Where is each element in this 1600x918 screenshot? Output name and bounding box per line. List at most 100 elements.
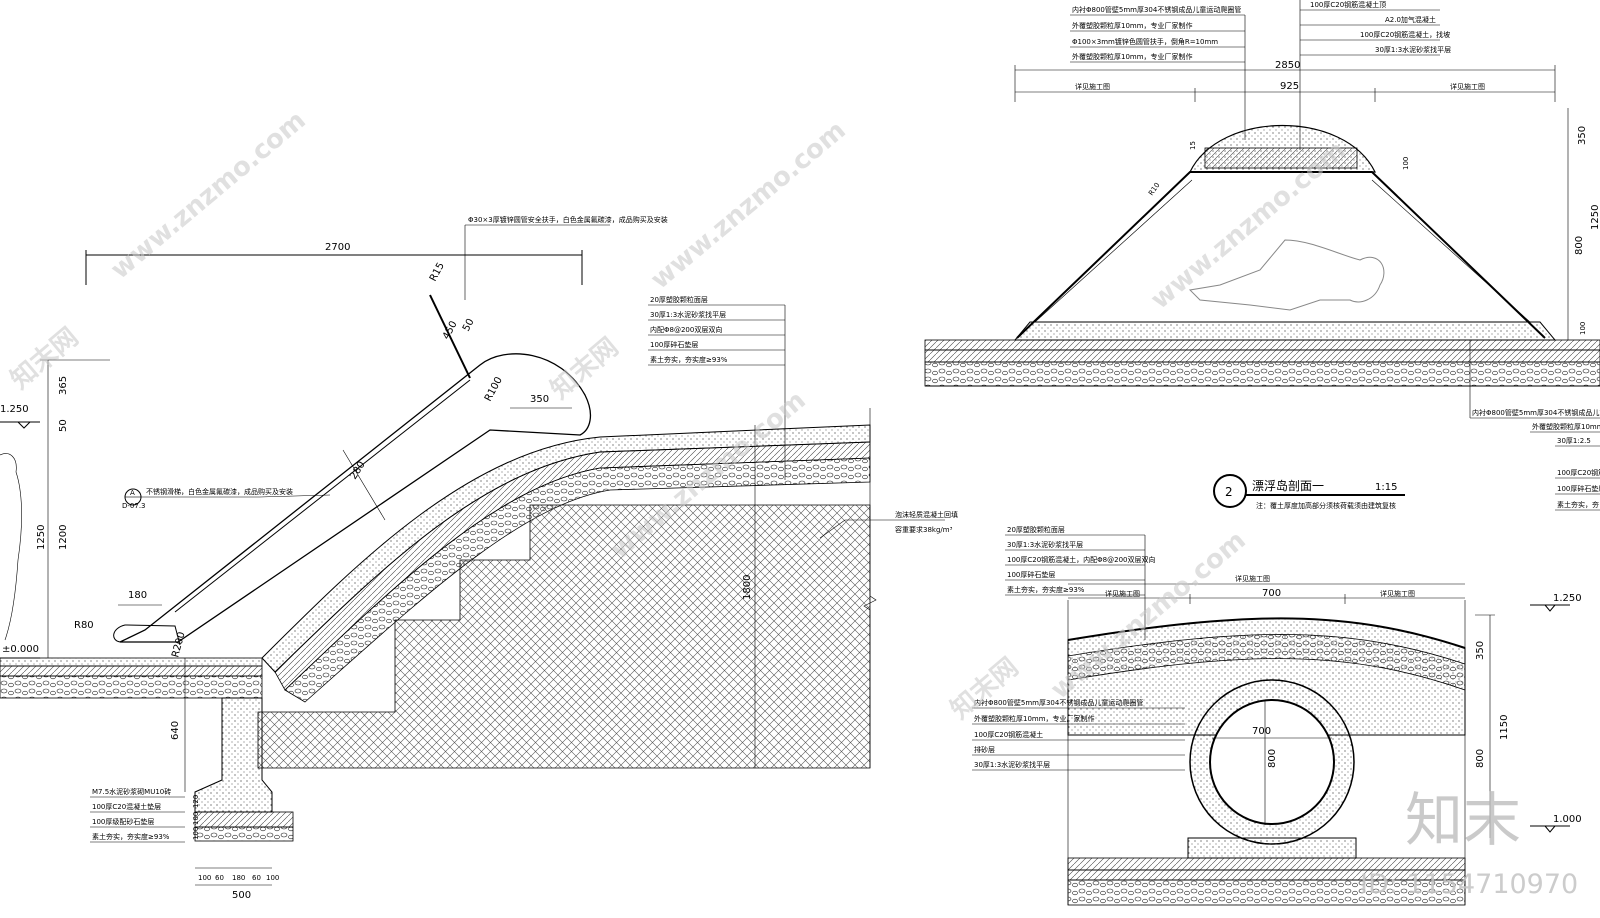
section-note: 注：覆土厚度加高部分须核荷载须由建筑复核 — [1256, 501, 1396, 510]
layer-left-3: 排砂层 — [974, 745, 995, 754]
layer-right-4: 素土夯实，夯实度≥93% — [650, 355, 728, 364]
watermark-url-2: www.znzmo.com — [645, 115, 851, 295]
dim-350-bottom: 350 — [1475, 641, 1486, 660]
dim-800-bottom: 800 — [1475, 749, 1486, 768]
level-top-left: 1.250 — [0, 404, 29, 415]
layer-right-2: 内配Φ8@200双层双向 — [650, 325, 722, 334]
dim-1150: 1150 — [1499, 715, 1510, 740]
layer-top-1: 30厚1:3水泥砂浆找平层 — [1007, 540, 1083, 549]
dim-bottom-0: 100 — [198, 874, 211, 882]
dim-inner-width: 700 — [1252, 726, 1271, 737]
island-section-top: 2850 925 详见施工图 详见施工图 350 800 1250 100 10… — [924, 0, 1600, 511]
dim-inner-height: 800 — [1267, 749, 1278, 768]
note-right-3: 100厚C20钢筋混凝土 — [1557, 468, 1600, 477]
island-section-tunnel: 700 800 详见施工图 详见施工图 700 详见施工图 350 800 11… — [972, 525, 1582, 906]
layer-left-2: 100厚C20钢筋混凝土 — [974, 730, 1043, 739]
section-number-bubble — [1213, 474, 1247, 508]
layer-right-3: 100厚碎石垫层 — [650, 340, 698, 349]
layer-left-0: 内衬Φ800管壁5mm厚304不锈钢成品儿童运动爬圈管 — [974, 698, 1143, 707]
dim-total-2850: 2850 — [1275, 60, 1300, 71]
level-bottom-right: 1.000 — [1553, 814, 1582, 825]
dim-bottom-1: 60 — [215, 874, 224, 882]
dim-bottom-total: 500 — [232, 890, 251, 901]
note-top-0: 内衬Φ800管壁5mm厚304不锈钢成品儿童运动爬圈管 — [1072, 5, 1241, 14]
fill-note-0: 泡沫轻质混凝土回填 — [895, 510, 958, 519]
dim-bottom-2: 180 — [232, 874, 245, 882]
dim-350: 350 — [530, 394, 549, 405]
watermark-id: ID: 1154710970 — [1360, 869, 1578, 900]
layer-top-0: 20厚塑胶颗粒面层 — [1007, 525, 1065, 534]
dim-350-top: 350 — [1577, 126, 1588, 145]
dim-15: 15 — [1189, 141, 1197, 150]
dim-middle-700: 700 — [1262, 588, 1281, 599]
note-top-1: 外覆塑胶颗粒厚10mm，专业厂家制作 — [1072, 21, 1193, 30]
note-right-0: 内衬Φ800管壁5mm厚304不锈钢成品儿童运动爬圈管 — [1472, 408, 1600, 417]
watermark-logo: 知末 — [1405, 786, 1521, 854]
layer-top-2: 100厚C20钢筋混凝土，内配Φ8@200双层双向 — [1007, 555, 1155, 564]
layer-left-1: 外覆塑胶颗粒厚10mm，专业厂家制作 — [974, 714, 1095, 723]
variable-label-1: 详见施工图 — [1450, 82, 1485, 91]
layer-top-4: 素土夯实，夯实度≥93% — [1007, 585, 1085, 594]
layer-right-1: 30厚1:3水泥砂浆找平层 — [650, 310, 726, 319]
dim-1200: 1200 — [58, 525, 69, 550]
note-right-4: 100厚碎石垫层 — [1557, 484, 1600, 493]
dim-100a: 100 — [192, 812, 200, 825]
note-top-right-1: A2.0加气混凝土 — [1385, 15, 1436, 24]
note-right-5: 素土夯实，夯 — [1557, 500, 1599, 509]
slide-callouts: Φ30×3厚镀锌圆管安全扶手，白色金属氟碳漆，成品购买及安装 A D-07.3 … — [90, 215, 958, 843]
dim-r10: R10 — [1147, 181, 1161, 197]
detail-ref-sheet: D-07.3 — [122, 502, 146, 510]
section-number: 2 — [1225, 485, 1233, 499]
callout-slide: 不锈钢滑梯，白色金属氟碳漆，成品购买及安装 — [146, 487, 293, 496]
dim-800-top: 800 — [1574, 236, 1585, 255]
watermark-url-1: www.znzmo.com — [105, 105, 311, 285]
dim-top-width: 2700 — [325, 242, 350, 253]
note-top-3: 外覆塑胶颗粒厚10mm，专业厂家制作 — [1072, 52, 1193, 61]
dim-640: 640 — [170, 721, 181, 740]
note-right-1: 外覆塑胶颗粒厚10mm，专业 — [1532, 422, 1600, 431]
note-top-right-2: 100厚C20钢筋混凝土，找坡 — [1360, 30, 1450, 39]
watermark-cn-1: 知末网 — [5, 322, 84, 395]
note-top-2: Φ100×3mm镀锌色圆管扶手，倒角R=10mm — [1072, 37, 1218, 46]
dim-right-label: 详见施工图 — [1380, 589, 1415, 598]
dim-100b: 100 — [192, 827, 200, 840]
layer-footing-3: 素土夯实，夯实度≥93% — [92, 832, 170, 841]
layer-footing-2: 100厚级配砂石垫层 — [92, 817, 154, 826]
dim-1250: 1250 — [36, 525, 47, 550]
callout-rail: Φ30×3厚镀锌圆管安全扶手，白色金属氟碳漆，成品购买及安装 — [468, 215, 668, 224]
dim-100-top-a: 100 — [1402, 157, 1410, 170]
note-top-right-0: 100厚C20钢筋混凝土顶 — [1310, 0, 1386, 9]
dim-120: 120 — [192, 795, 200, 808]
dim-180: 180 — [128, 590, 147, 601]
slide-section — [0, 294, 877, 842]
dim-r200: R200 — [170, 631, 187, 659]
section-scale: 1:15 — [1375, 482, 1397, 493]
dim-r100: R100 — [483, 375, 505, 403]
dim-1250-top: 1250 — [1590, 205, 1600, 230]
fill-note-1: 容重要求38kg/m³ — [895, 525, 953, 534]
dim-r15: R15 — [428, 261, 447, 284]
dim-r80: R80 — [74, 620, 94, 631]
dim-1800: 1800 — [742, 575, 753, 600]
layer-left-4: 30厚1:3水泥砂浆找平层 — [974, 760, 1050, 769]
dim-top-label: 详见施工图 — [1235, 574, 1270, 583]
detail-ref-letter: A — [130, 489, 135, 497]
level-ground-left: ±0.000 — [2, 644, 39, 655]
dim-bottom-3: 60 — [252, 874, 261, 882]
variable-label-0: 详见施工图 — [1075, 82, 1110, 91]
layer-footing-0: M7.5水泥砂浆砌MU10砖 — [92, 787, 171, 796]
dim-365: 365 — [58, 376, 69, 395]
dim-bottom-4: 100 — [266, 874, 279, 882]
layer-top-3: 100厚碎石垫层 — [1007, 570, 1055, 579]
section-name: 漂浮岛剖面一 — [1252, 478, 1324, 493]
note-right-2: 30厚1:2.5 — [1557, 437, 1591, 445]
layer-right-0: 20厚塑胶颗粒面层 — [650, 295, 708, 304]
dim-left-label: 详见施工图 — [1105, 589, 1140, 598]
level-top-right: 1.250 — [1553, 593, 1582, 604]
section-title-block: 2 漂浮岛剖面一 1:15 注：覆土厚度加高部分须核荷载须由建筑复核 — [1213, 474, 1405, 510]
dim-100-top-b: 100 — [1579, 322, 1587, 335]
layer-footing-1: 100厚C20混凝土垫层 — [92, 802, 161, 811]
dim-50: 50 — [461, 317, 477, 333]
note-top-right-3: 30厚1:3水泥砂浆找平层 — [1375, 45, 1451, 54]
